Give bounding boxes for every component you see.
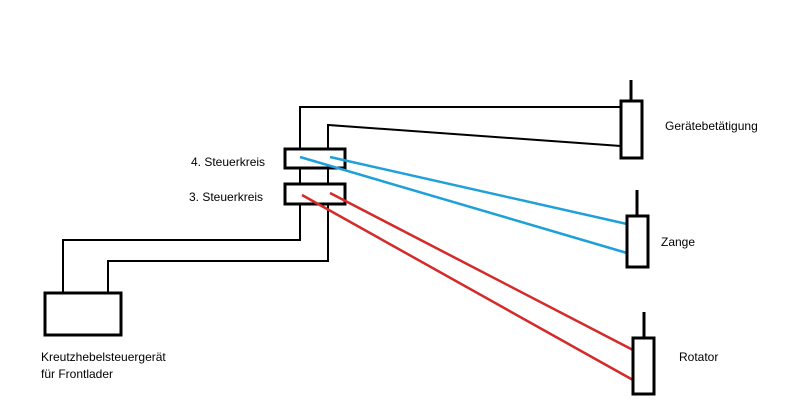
circuit3-hose-2 [329,191,634,352]
joystick-label-line1: Kreutzhebelsteuergerät [41,350,166,364]
device-cable-lower [327,123,622,149]
gripper-cylinder-body [625,214,650,269]
rotator-label: Rotator [679,350,719,364]
joystick-cable-inner [107,204,329,293]
circuit4-hose-1 [299,155,628,255]
circuit3-label: 3. Steuerkreis [189,190,264,204]
circuit4-label: 4. Steuerkreis [191,155,266,169]
circuit3-box [283,182,347,206]
device-cylinder-body [619,99,644,160]
joystick-unit-box [43,291,123,337]
circuit3-hose-1 [301,193,634,382]
circuit4-box [283,147,347,170]
joystick-label-line2: für Frontlader [41,367,114,381]
device-cable-upper [299,106,621,149]
rotator-cylinder-body [631,336,656,396]
device-label: Gerätebetätigung [665,119,758,133]
gripper-label: Zange [661,235,696,249]
circuit4-hose-2 [329,155,628,226]
joystick-cable-outer [62,204,301,293]
